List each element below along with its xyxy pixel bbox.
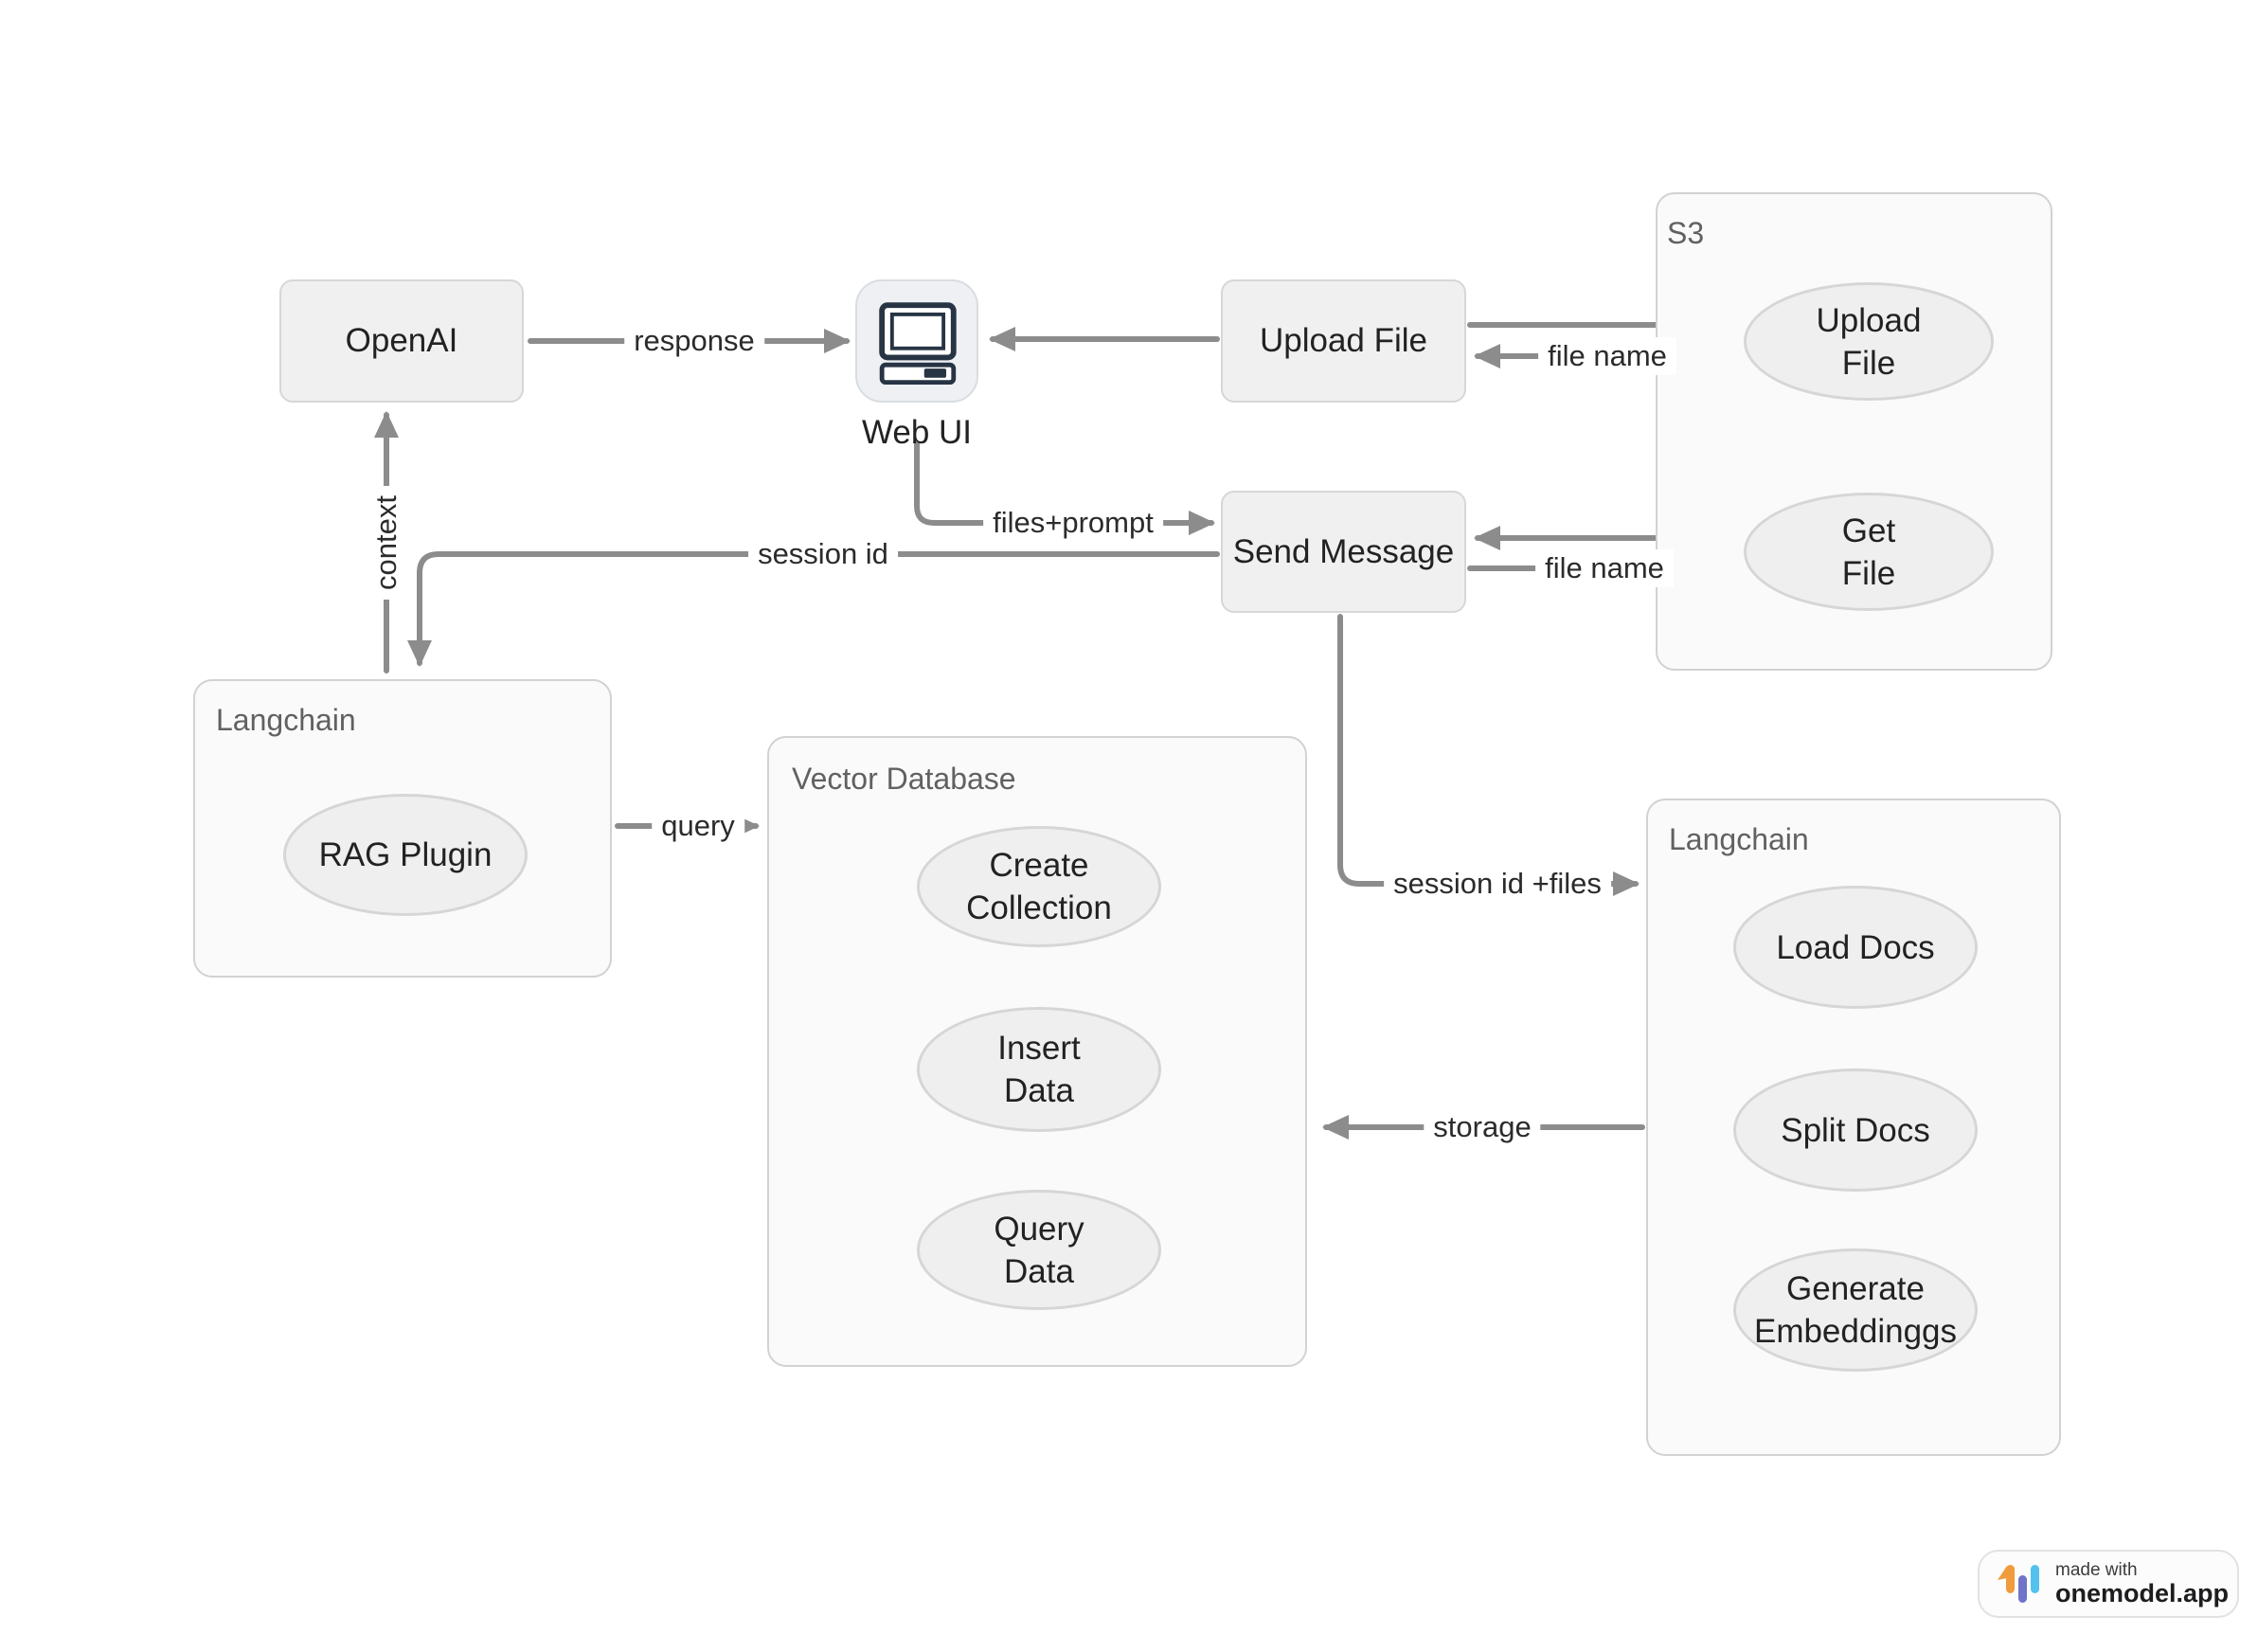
computer-icon <box>879 302 957 386</box>
edge-label-storage: storage <box>1424 1108 1541 1146</box>
ellipse-label-line: Data <box>1004 1072 1074 1109</box>
ellipse-label-line: Get <box>1841 512 1896 549</box>
ellipse-label-line: File <box>1841 554 1896 592</box>
ellipse-insert-data[interactable]: Insert Data <box>917 1007 1161 1132</box>
ellipse-label-line: Upload <box>1816 301 1922 339</box>
badge-made-with-text: made with <box>2055 1560 2138 1580</box>
ellipse-load-docs[interactable]: Load Docs <box>1733 886 1978 1009</box>
edge-label-files-prompt: files+prompt <box>983 504 1163 542</box>
ellipse-label-line: Data <box>1004 1252 1074 1290</box>
ellipse-query-data[interactable]: Query Data <box>917 1190 1161 1310</box>
ellipse-split-docs[interactable]: Split Docs <box>1733 1068 1978 1192</box>
node-web-ui-label: Web UI <box>861 414 973 451</box>
badge-brand-text: onemodel.app <box>2055 1579 2230 1607</box>
ellipse-label-line: Query <box>994 1210 1084 1248</box>
node-openai-label: OpenAI <box>345 322 458 359</box>
ellipse-generate-embeddings[interactable]: Generate Embeddinggs <box>1733 1248 1978 1372</box>
edge-label-file-name-top: file name <box>1538 337 1676 375</box>
container-vector-database-label: Vector Database <box>792 762 1016 796</box>
edge-label-session-id-files: session id +files <box>1384 865 1611 903</box>
ellipse-label-line: RAG Plugin <box>318 836 493 873</box>
ellipse-label-line: Collection <box>966 889 1112 926</box>
container-langchain-right-label: Langchain <box>1669 822 1809 856</box>
node-web-ui[interactable] <box>855 279 978 403</box>
onemodel-badge[interactable]: made with onemodel.app <box>1978 1550 2239 1618</box>
onemodel-logo-icon <box>1998 1565 2039 1603</box>
ellipse-label-line: Split Docs <box>1781 1111 1930 1149</box>
node-upload-file[interactable]: Upload File <box>1221 279 1466 403</box>
ellipse-label-line: Create <box>989 847 1089 884</box>
ellipse-label-line: Insert <box>997 1030 1081 1067</box>
ellipse-label-line: Generate <box>1786 1270 1925 1307</box>
ellipse-label-line: File <box>1841 344 1896 382</box>
ellipse-s3-get-file[interactable]: Get File <box>1744 493 1994 611</box>
node-openai[interactable]: OpenAI <box>279 279 524 403</box>
node-send-message-label: Send Message <box>1232 532 1455 570</box>
ellipse-label-line: Load Docs <box>1776 928 1935 966</box>
node-send-message[interactable]: Send Message <box>1221 491 1466 613</box>
container-langchain-left-label: Langchain <box>216 703 356 737</box>
container-s3-label: S3 <box>1667 216 1705 250</box>
edge-label-context: context <box>367 486 405 600</box>
ellipse-label-line: Embeddinggs <box>1753 1313 1958 1350</box>
ellipse-s3-upload-file[interactable]: Upload File <box>1744 282 1994 401</box>
edge-session-id-files-line <box>1337 614 1640 896</box>
ellipse-create-collection[interactable]: Create Collection <box>917 826 1161 947</box>
node-upload-file-label: Upload File <box>1259 322 1428 359</box>
ellipse-rag-plugin[interactable]: RAG Plugin <box>283 794 528 916</box>
edge-label-file-name-bottom: file name <box>1535 549 1674 587</box>
edge-label-query: query <box>652 807 744 845</box>
edge-label-session-id: session id <box>748 535 898 573</box>
edge-label-response: response <box>624 322 764 360</box>
